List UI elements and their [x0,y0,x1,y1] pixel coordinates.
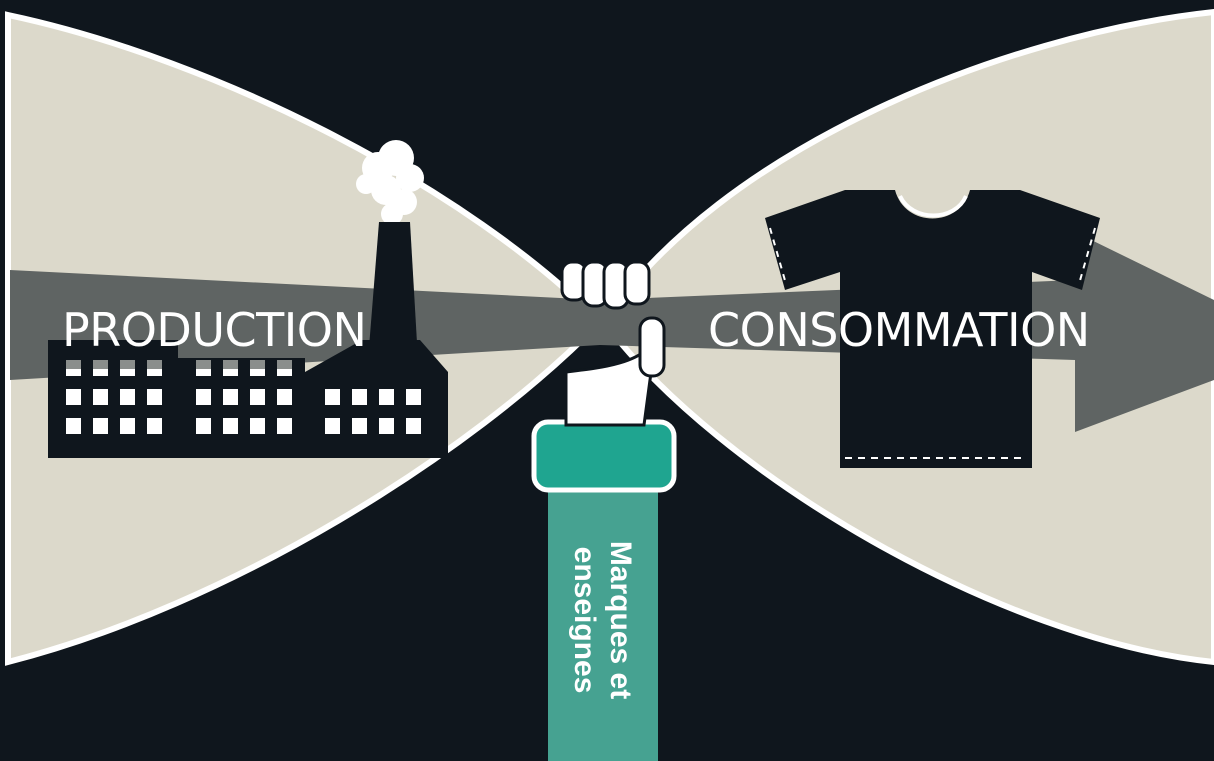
sleeve [548,470,658,761]
brands-label-line2: enseignes [568,547,601,694]
consumption-label: CONSOMMATION [708,303,1090,357]
fist-icon [560,260,666,378]
brands-label: Marques et enseignes [568,541,637,699]
factory-icon [48,140,448,458]
production-label: PRODUCTION [62,303,366,357]
tshirt-icon [765,190,1100,468]
brands-label-line1: Marques et [604,541,637,699]
cuff [531,419,677,493]
flow-arrow [10,232,1214,432]
brands-arm [531,339,677,761]
